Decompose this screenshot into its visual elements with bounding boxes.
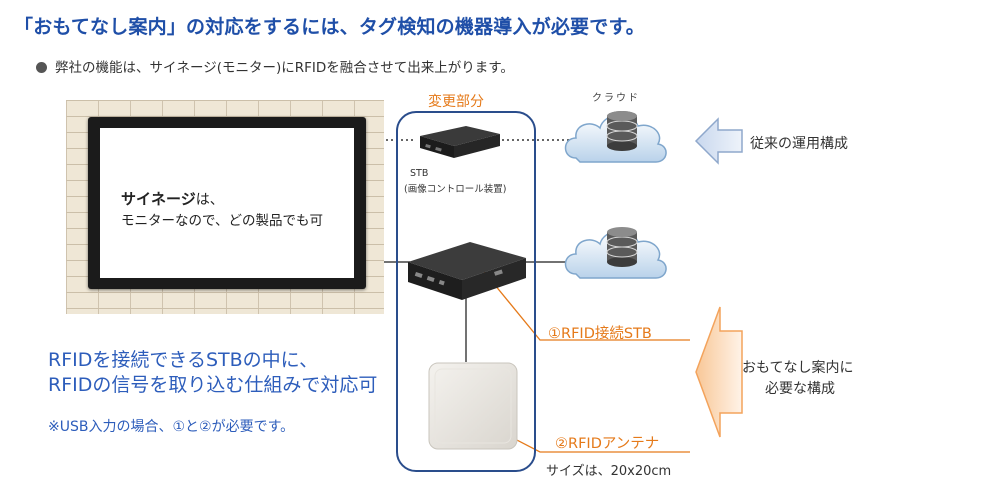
stb-caption-line2: (画像コントロール装置) [404,184,507,195]
intro-bullet: 弊社の機能は、サイネージ(モニター)にRFIDを融合させて出来上がります。 [36,56,514,76]
rfid-stb-label: ①RFID接続STB [548,326,652,342]
change-section-box [396,111,536,472]
cloud-label: クラウド [592,93,640,104]
intro-text: 弊社の機能は、サイネージ(モニター)にRFIDを融合させて出来上がります。 [55,60,514,76]
page-title: 「おもてなし案内」の対応をするには、タグ検知の機器導入が必要です。 [14,16,645,38]
cloud-database-icon [564,111,667,163]
rfid-antenna-label: ②RFIDアンテナ [555,436,660,452]
bullet-dot [36,62,47,73]
signage-bold: サイネージ [121,190,196,208]
left-arrow-orange-icon [695,306,743,438]
signage-line1: サイネージは、 [121,188,224,209]
stb-caption-line1: STB [410,168,429,179]
usb-note: ※USB入力の場合、①と②が必要です。 [48,419,295,435]
leader-stb [480,267,690,341]
rfid-explanation-line2: RFIDの信号を取り込む仕組みで対応可 [48,374,378,396]
left-arrow-icon [694,117,743,165]
rfid-stb-device-icon [408,242,526,300]
antenna-size-text: サイズは、20x20cm [546,464,672,479]
signage-rest: は、 [195,192,224,208]
tv-monitor-icon [88,117,366,289]
stb-device-icon [420,126,500,158]
omotenashi-label-line1: おもてなし案内に [742,360,854,376]
legacy-config-label: 従来の運用構成 [750,136,848,152]
rfid-antenna-icon [428,362,518,450]
omotenashi-label-line2: 必要な構成 [765,381,835,397]
change-section-label: 変更部分 [428,94,484,110]
signage-line2: モニターなので、どの製品でも可 [121,213,323,229]
rfid-explanation-line1: RFIDを接続できるSTBの中に、 [48,349,319,371]
cloud-database-icon-2 [564,227,667,279]
